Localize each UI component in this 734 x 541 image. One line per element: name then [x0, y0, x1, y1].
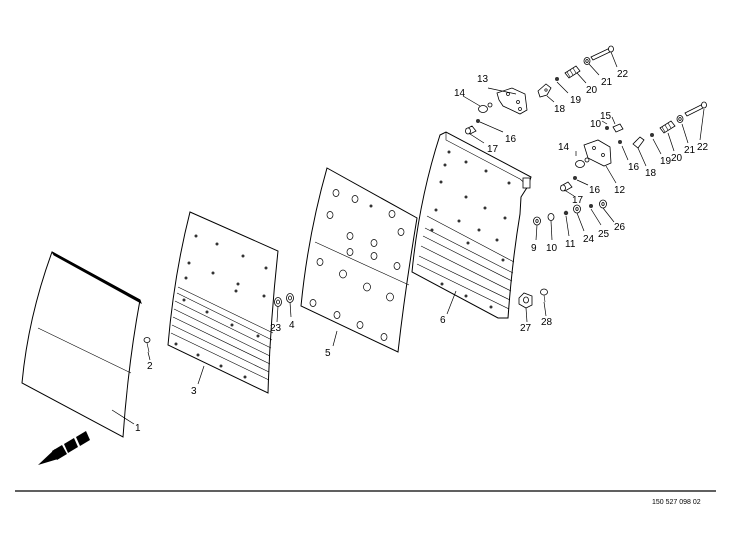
callout-26: 26: [614, 222, 626, 233]
part-18-hook-right: [632, 136, 645, 149]
part-19-ball-upper: [555, 77, 559, 81]
callout-20-upper: 20: [586, 85, 598, 96]
part-9-washer: [533, 216, 541, 226]
callout-1: 1: [135, 423, 141, 434]
part-3-ribbed-sheet: [167, 211, 279, 394]
direction-arrow: [38, 431, 90, 465]
part-24-washer: [573, 204, 581, 214]
part-15-clip: [612, 123, 624, 133]
callout-3: 3: [191, 386, 197, 397]
part-13-bracket: [496, 87, 528, 115]
callout-labels: 1 2 3 23 4 5 6 27 28 9 10 11 24 25 26 13…: [135, 69, 709, 434]
leader-lines: [111, 51, 705, 425]
part-26-nut: [599, 199, 607, 209]
callout-28: 28: [541, 317, 553, 328]
callout-17-lower: 17: [572, 195, 584, 206]
part-5-perforated-plate: [300, 167, 418, 353]
callout-10-top: 10: [590, 119, 602, 130]
callout-23: 23: [270, 323, 282, 334]
callout-21-right: 21: [684, 145, 696, 156]
part-14-nut-upper: [478, 102, 493, 113]
callout-16-upper: 16: [505, 134, 517, 145]
drawing-number: 150 527 098 02: [652, 499, 701, 506]
callout-22-right: 22: [697, 142, 709, 153]
callout-10: 10: [546, 243, 558, 254]
callout-19-upper: 19: [570, 95, 582, 106]
callout-14-upper: 14: [454, 88, 466, 99]
callout-22-upper: 22: [617, 69, 629, 80]
part-23-washer: [274, 297, 282, 307]
part-2-screw: [143, 337, 151, 353]
part-10-washer-top: [605, 126, 609, 130]
part-18-hook-upper: [537, 83, 552, 98]
callout-15: 15: [600, 111, 612, 122]
callout-16-lower: 16: [589, 185, 601, 196]
part-14-nut-lower: [575, 157, 590, 168]
callout-18-upper: 18: [554, 104, 566, 115]
part-10-washer: [547, 213, 555, 221]
part-4-washer: [286, 293, 294, 303]
part-19-ball-right: [650, 133, 654, 137]
part-17-bolt-lower: [560, 181, 573, 192]
callout-16-right: 16: [628, 162, 640, 173]
callout-11: 11: [565, 239, 576, 250]
callout-13: 13: [477, 74, 489, 85]
part-21-washer-right: [676, 115, 684, 123]
part-25-washer: [589, 204, 593, 208]
callout-18-right: 18: [645, 168, 657, 179]
callout-21-upper: 21: [601, 77, 613, 88]
part-16-washer-upper: [476, 119, 480, 123]
callout-5: 5: [325, 348, 331, 359]
callout-12: 12: [614, 185, 626, 196]
callout-24: 24: [583, 234, 595, 245]
part-27-clip: [518, 292, 533, 309]
callout-14-lower: 14: [558, 142, 570, 153]
part-6-frame-plate: [411, 131, 532, 319]
callout-25: 25: [598, 229, 610, 240]
part-21-washer-upper: [583, 57, 591, 65]
callout-9: 9: [531, 243, 537, 254]
callout-4: 4: [289, 320, 295, 331]
part-22-bolt-upper: [590, 45, 614, 61]
part-16-washer-lower: [573, 176, 577, 180]
part-28-pin: [540, 288, 548, 303]
callout-17-upper: 17: [487, 144, 499, 155]
part-11-ball: [563, 210, 569, 216]
callout-19-right: 19: [660, 156, 672, 167]
part-22-bolt-right: [684, 101, 707, 117]
callout-20-right: 20: [671, 153, 683, 164]
part-20-spring-upper: [564, 65, 581, 79]
callout-2: 2: [147, 361, 153, 372]
part-17-bolt-upper: [465, 125, 477, 135]
callout-27: 27: [520, 323, 532, 334]
part-16-washer-right: [618, 140, 622, 144]
part-1-front-flap: [21, 251, 142, 438]
callout-6: 6: [440, 315, 446, 326]
part-20-spring-right: [659, 120, 676, 134]
